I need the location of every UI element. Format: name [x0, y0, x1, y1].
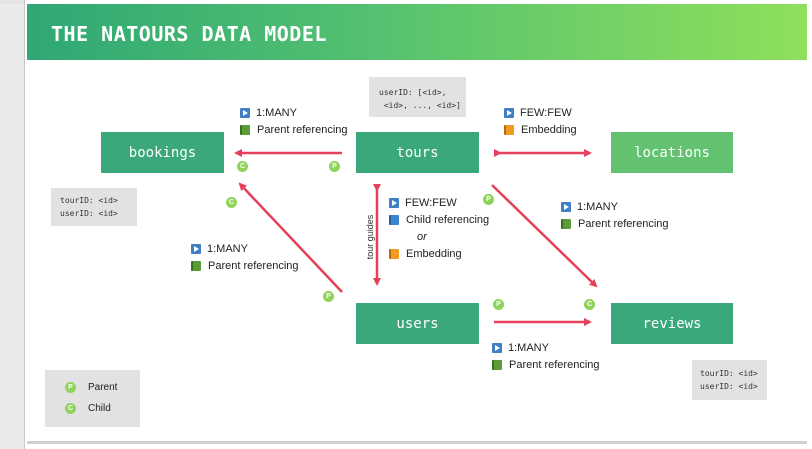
note-line: <id>, ..., <id>] — [379, 101, 461, 110]
book-icon — [240, 124, 250, 135]
book-icon — [561, 218, 571, 229]
parent-badge: P — [323, 291, 334, 302]
child-badge: C — [65, 403, 76, 414]
rel-users-bookings: 1:MANY Parent referencing — [191, 240, 299, 274]
entity-locations: locations — [611, 132, 733, 173]
child-badge: C — [226, 197, 237, 208]
legend: P Parent C Child — [45, 370, 140, 427]
play-icon — [191, 243, 201, 254]
rel-type: Parent referencing — [208, 259, 299, 272]
legend-item-parent: P Parent — [65, 382, 117, 393]
book-icon — [191, 260, 201, 271]
note-line: userID: [<id>, — [379, 88, 447, 97]
slide — [24, 0, 812, 449]
note-bookings: tourID: <id> userID: <id> — [51, 188, 137, 226]
rel-cardinality: 1:MANY — [256, 106, 297, 119]
note-tours: userID: [<id>, <id>, ..., <id>] — [369, 77, 466, 117]
legend-label: Child — [88, 403, 111, 414]
play-icon — [240, 107, 250, 118]
rel-type: Embedding — [521, 123, 577, 136]
rel-tours-bookings: 1:MANY Parent referencing — [240, 104, 348, 138]
entity-users: users — [356, 303, 479, 344]
header-banner: THE NATOURS DATA MODEL — [27, 4, 807, 60]
note-line: userID: <id> — [700, 382, 758, 391]
note-line: tourID: <id> — [60, 196, 118, 205]
note-reviews: tourID: <id> userID: <id> — [692, 360, 767, 400]
rel-cardinality: 1:MANY — [577, 200, 618, 213]
rel-type: Parent referencing — [509, 358, 600, 371]
child-badge: C — [237, 161, 248, 172]
parent-badge: P — [65, 382, 76, 393]
book-icon — [504, 124, 514, 135]
book-icon — [389, 214, 399, 225]
entity-reviews: reviews — [611, 303, 733, 344]
rel-cardinality: FEW:FEW — [520, 106, 572, 119]
rel-alt-type: Embedding — [406, 247, 462, 260]
note-line: tourID: <id> — [700, 369, 758, 378]
parent-badge: P — [483, 194, 494, 205]
child-badge: C — [584, 299, 595, 310]
play-icon — [389, 197, 399, 208]
rel-cardinality: 1:MANY — [207, 242, 248, 255]
entity-tours: tours — [356, 132, 479, 173]
entity-bookings: bookings — [101, 132, 224, 173]
rel-cardinality: FEW:FEW — [405, 196, 457, 209]
rel-type: Child referencing — [406, 213, 490, 226]
rel-users-reviews: 1:MANY Parent referencing — [492, 339, 600, 373]
tour-guides-label: tour guides — [365, 214, 375, 260]
play-icon — [561, 201, 571, 212]
rel-type: Parent referencing — [578, 217, 669, 230]
book-icon — [492, 359, 502, 370]
arrow-tours-reviews — [491, 184, 598, 288]
page-title: THE NATOURS DATA MODEL — [51, 22, 327, 46]
rel-type: Parent referencing — [257, 123, 348, 136]
parent-badge: P — [329, 161, 340, 172]
rel-cardinality: 1:MANY — [508, 341, 549, 354]
arrow-users-bookings — [238, 182, 343, 293]
rel-tours-reviews: 1:MANY Parent referencing — [561, 198, 669, 232]
play-icon — [492, 342, 502, 353]
book-icon — [389, 248, 399, 259]
bottom-border — [27, 441, 807, 444]
play-icon — [504, 107, 514, 118]
rel-or: or — [417, 230, 427, 243]
note-line: userID: <id> — [60, 209, 118, 218]
rel-tours-users: FEW:FEW Child referencing or Embedding — [389, 194, 489, 262]
legend-label: Parent — [88, 382, 118, 393]
rel-tours-locations: FEW:FEW Embedding — [504, 104, 577, 138]
parent-badge: P — [493, 299, 504, 310]
legend-item-child: C Child — [65, 403, 111, 414]
